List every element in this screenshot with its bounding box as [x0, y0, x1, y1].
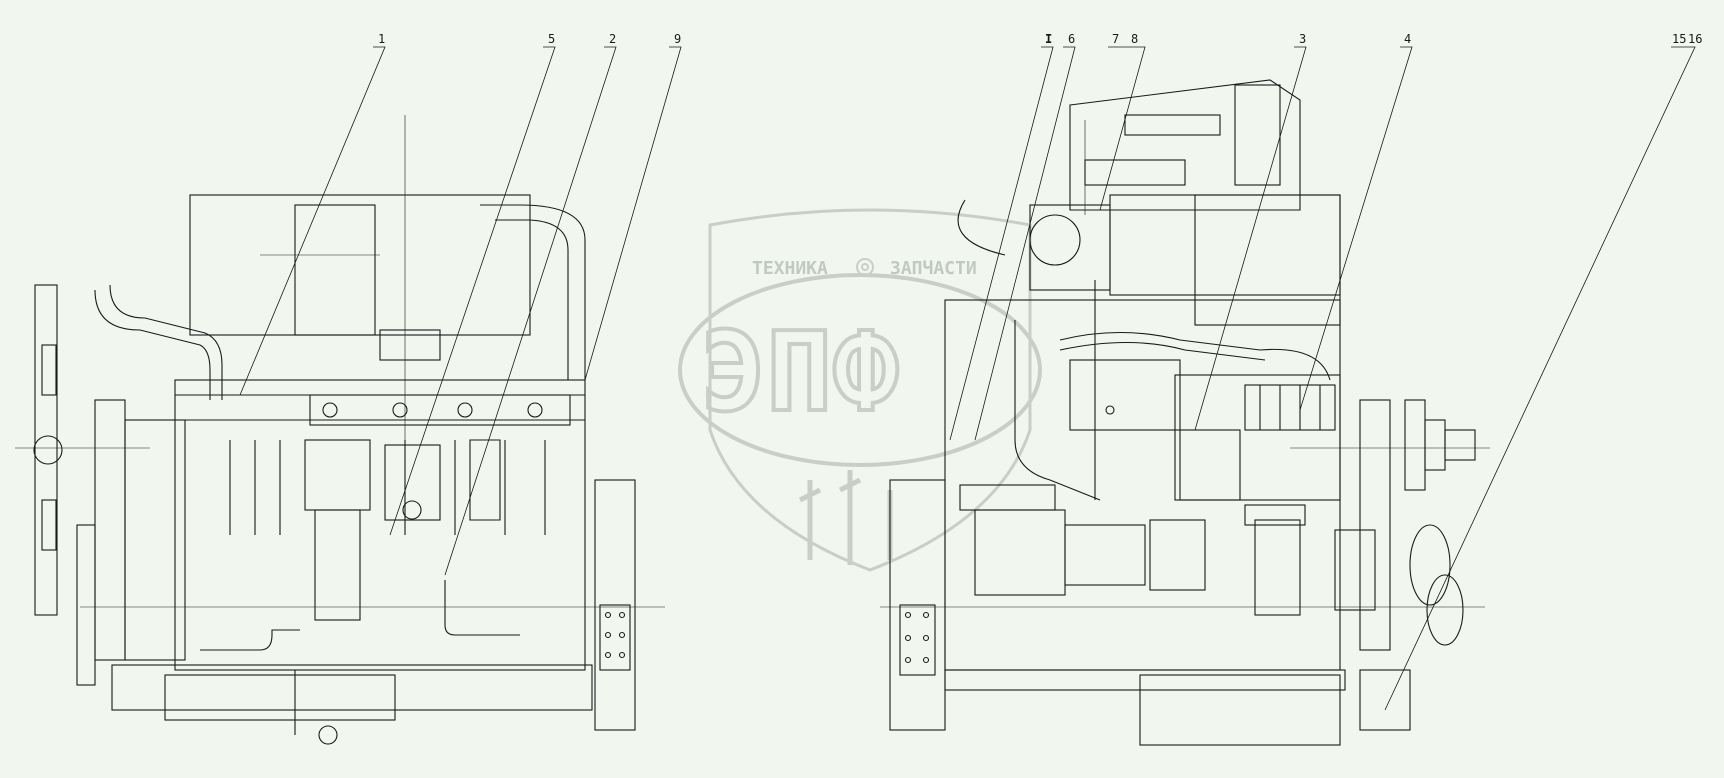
watermark: ТЕХНИКА ЗАПЧАСТИ ЭПФ — [678, 208, 1042, 572]
callout-label-16: 16 — [1688, 32, 1702, 46]
injection-pump — [1059, 331, 1341, 501]
watermark-brand-left: ТЕХНИКА — [752, 258, 828, 279]
callout-label-I: I — [1045, 32, 1052, 46]
callout-label-6: 6 — [1068, 32, 1075, 46]
fan — [33, 284, 63, 616]
callout-label-1: 1 — [378, 32, 385, 46]
callout-label-5: 5 — [548, 32, 555, 46]
callout-label-15: 15 — [1672, 32, 1686, 46]
watermark-gear-icon — [856, 258, 874, 276]
right-engine-view — [880, 79, 1490, 746]
watermark-wheat-icon — [798, 470, 893, 565]
right-callouts: I 6 7 8 3 4 15 16 — [1045, 32, 1702, 46]
left-engine-view — [15, 115, 665, 745]
watermark-logo: ЭПФ — [700, 308, 899, 436]
callout-label-4: 4 — [1404, 32, 1411, 46]
callout-label-8: 8 — [1131, 32, 1138, 46]
callout-label-2: 2 — [609, 32, 616, 46]
block-ribs — [229, 440, 546, 535]
callout-label-3: 3 — [1299, 32, 1306, 46]
leader-lines — [239, 46, 1696, 711]
callout-label-9: 9 — [674, 32, 681, 46]
watermark-brand-right: ЗАПЧАСТИ — [890, 258, 977, 279]
callout-label-7: 7 — [1112, 32, 1119, 46]
left-callouts: 1 5 2 9 — [378, 32, 681, 46]
